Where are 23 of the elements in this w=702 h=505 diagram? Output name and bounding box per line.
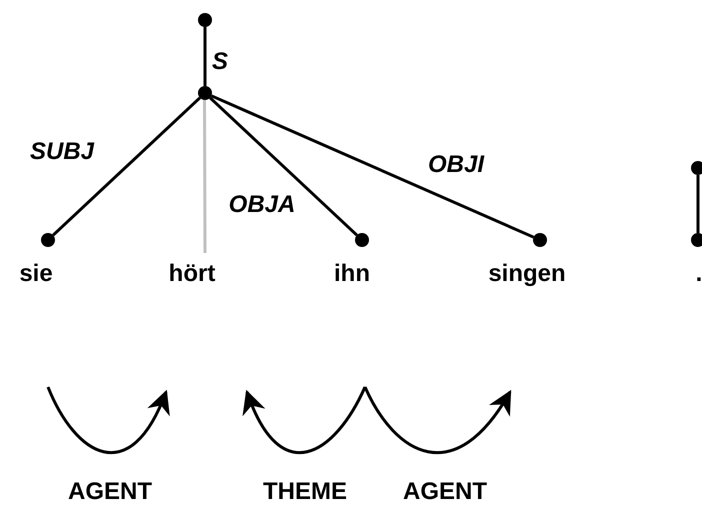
edge-label: OBJA <box>228 193 296 217</box>
word-label: singen <box>488 263 566 285</box>
dependency-line <box>210 94 534 239</box>
node-dot <box>533 233 547 247</box>
edge-label: SUBJ <box>30 140 94 164</box>
node-dot <box>355 233 369 247</box>
edge-label: S <box>212 50 228 74</box>
word-label: AGENT <box>403 481 487 503</box>
dependency-line <box>52 96 201 236</box>
word-label: AGENT <box>68 481 152 503</box>
word-label: hört <box>168 263 216 285</box>
word-label: sie <box>19 263 53 285</box>
word-label: THEME <box>263 481 347 503</box>
node-dot <box>198 86 212 100</box>
dependency-line <box>204 27 206 86</box>
edge-label: OBJI <box>428 153 484 177</box>
node-dot <box>41 233 55 247</box>
node-dot <box>198 13 212 27</box>
dependency-line <box>209 96 358 236</box>
word-label: ihn <box>334 263 370 285</box>
dependency-line <box>696 175 700 233</box>
dependency-line <box>203 100 206 253</box>
word-label: . <box>696 263 702 285</box>
